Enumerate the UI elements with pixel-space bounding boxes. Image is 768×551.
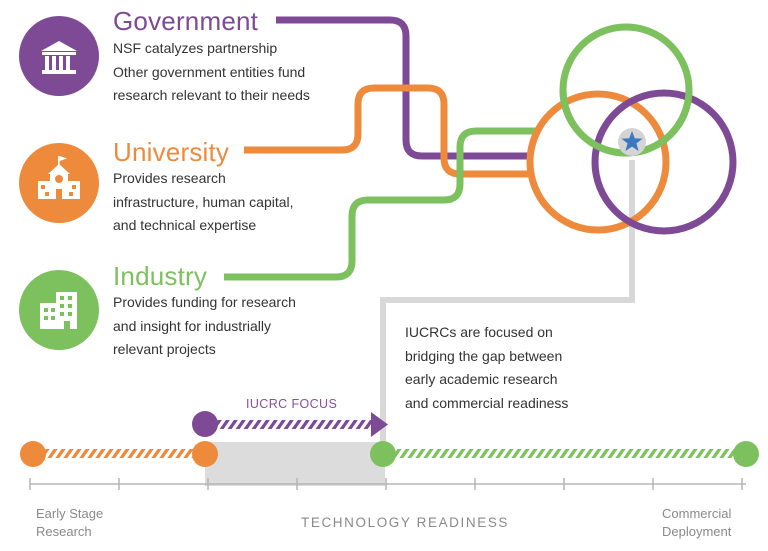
early-research-start-dot xyxy=(20,441,46,467)
commercial-bar xyxy=(384,449,746,458)
iucrc-focus-label: IUCRC FOCUS xyxy=(246,397,338,411)
university-connector xyxy=(244,84,528,178)
government-title: Government xyxy=(113,6,259,36)
iucrc-focus-arrowhead xyxy=(371,412,388,437)
early-research-end-dot xyxy=(192,441,218,467)
iucrc-focus-bar xyxy=(206,420,374,429)
university-title: University xyxy=(113,137,230,167)
axis-ticks xyxy=(29,478,743,490)
government-icon xyxy=(19,16,99,96)
commercial-end-dot xyxy=(733,441,759,467)
iucrc-focus-start-dot xyxy=(192,411,218,437)
early-stage-research-label: Early Stage Research xyxy=(36,506,104,539)
industry-title: Industry xyxy=(113,261,208,291)
industry-icon xyxy=(19,270,99,350)
industry-connector xyxy=(224,127,536,281)
commercial-deployment-label: Commercial Deployment xyxy=(662,506,732,539)
iucrc-focus-band xyxy=(205,442,385,486)
callout-connector xyxy=(380,160,635,450)
commercial-start-dot xyxy=(370,441,396,467)
government-description: NSF catalyzes partnership Other governme… xyxy=(113,40,310,103)
university-ring xyxy=(526,90,670,234)
technology-readiness-label: TECHNOLOGY READINESS xyxy=(301,515,510,530)
star-icon xyxy=(621,131,643,151)
university-description: Provides research infrastructure, human … xyxy=(113,170,294,233)
callout-text: IUCRCs are focused on bridging the gap b… xyxy=(405,324,569,411)
government-ring xyxy=(591,89,737,235)
industry-description: Provides funding for research and insigh… xyxy=(113,294,296,357)
early-research-bar xyxy=(34,449,204,458)
university-icon xyxy=(19,143,99,223)
